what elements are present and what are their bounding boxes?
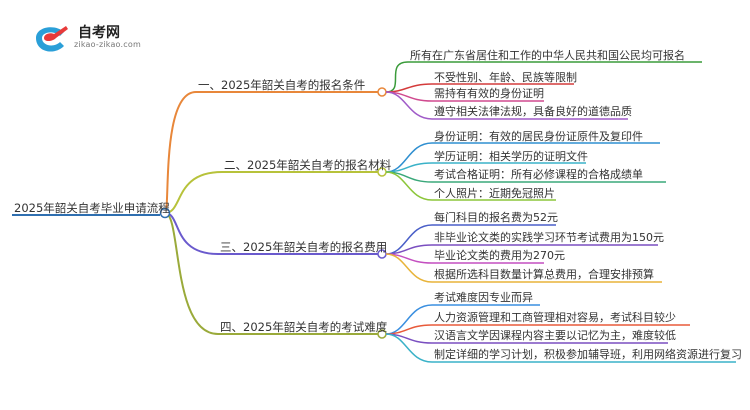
root-node bbox=[159, 207, 171, 219]
branch-node bbox=[377, 87, 387, 97]
fee-item: 每门科目的报名费为52元 bbox=[434, 211, 558, 224]
branch-conditions: 一、2025年韶关自考的报名条件 bbox=[198, 78, 366, 92]
fee-item: 毕业论文类的费用为270元 bbox=[434, 249, 565, 262]
condition-item: 所有在广东省居住和工作的中华人民共和国公民均可报名 bbox=[410, 49, 685, 62]
fee-item: 根据所选科目数量计算总费用，合理安排预算 bbox=[434, 268, 654, 281]
difficulty-item: 人力资源管理和工商管理相对容易，考试科目较少 bbox=[434, 311, 676, 324]
logo-domain: zikao-zikao.com bbox=[74, 40, 141, 49]
condition-item: 遵守相关法律法规，具备良好的道德品质 bbox=[434, 105, 632, 118]
fee-item: 非毕业论文类的实践学习环节考试费用为150元 bbox=[434, 231, 664, 244]
logo-name: 自考网 bbox=[78, 25, 120, 41]
material-item: 学历证明：相关学历的证明文件 bbox=[434, 150, 588, 163]
difficulty-item: 制定详细的学习计划，积极参加辅导班，利用网络资源进行复习 bbox=[434, 348, 742, 361]
branch-connector bbox=[164, 212, 219, 335]
condition-item: 需持有有效的身份证明 bbox=[434, 87, 544, 100]
material-item: 考试合格证明：所有必修课程的合格成绩单 bbox=[434, 168, 643, 181]
material-item: 身份证明：有效的居民身份证原件及复印件 bbox=[434, 130, 643, 143]
root-topic: 2025年韶关自考毕业申请流程 bbox=[14, 201, 170, 215]
difficulty-item: 考试难度因专业而异 bbox=[434, 291, 533, 304]
leaf-connector bbox=[385, 171, 433, 201]
branch-fees: 三、2025年韶关自考的报名费用 bbox=[220, 240, 388, 254]
difficulty-item: 汉语言文学因课程内容主要以记忆为主，难度较低 bbox=[434, 329, 676, 342]
condition-item: 不受性别、年龄、民族等限制 bbox=[434, 71, 577, 84]
branch-difficulty: 四、2025年韶关自考的考试难度 bbox=[220, 320, 388, 334]
logo-badge-icon bbox=[36, 26, 68, 52]
material-item: 个人照片：近期免冠照片 bbox=[434, 187, 555, 200]
leaf-connector bbox=[385, 333, 433, 363]
leaf-connector bbox=[385, 83, 433, 93]
leaf-connector bbox=[385, 61, 409, 93]
branch-materials: 二、2025年韶关自考的报名材料 bbox=[224, 158, 392, 172]
site-logo[interactable]: 自考网 zikao-zikao.com bbox=[30, 20, 150, 54]
leaf-connector bbox=[385, 91, 433, 120]
branch-connector bbox=[164, 171, 223, 214]
leaf-connector bbox=[385, 253, 433, 283]
